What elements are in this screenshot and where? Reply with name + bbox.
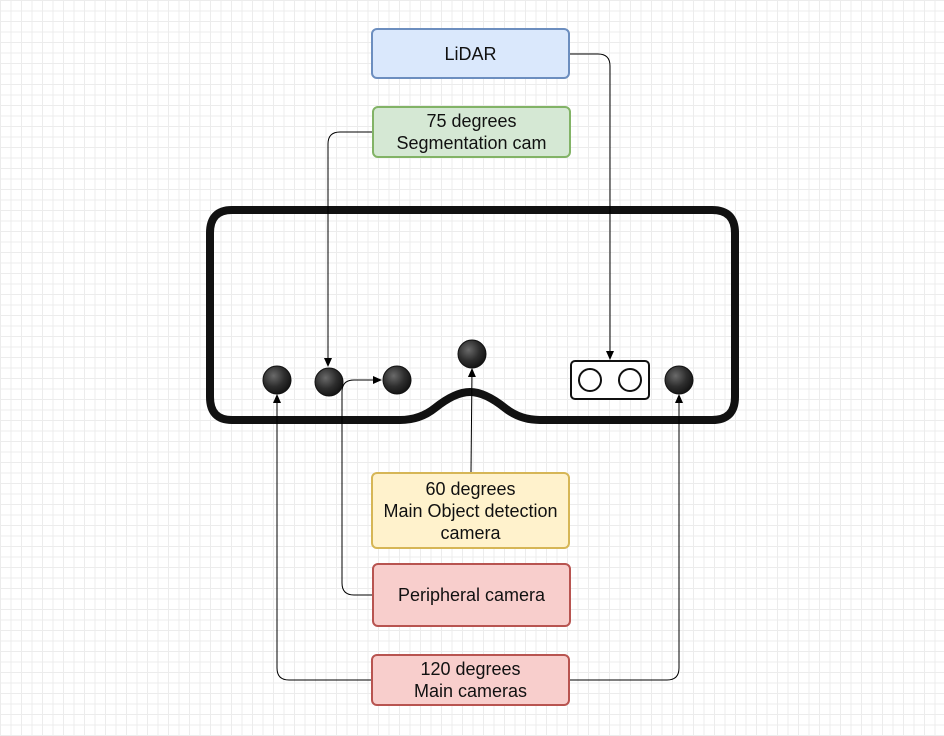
- main-cams-fov-label: 120 degrees: [420, 659, 521, 679]
- lidar-lens-left: [578, 368, 602, 392]
- connector-segmentation: [324, 131, 372, 367]
- object-detection-name-label: Main Object detection: [383, 500, 558, 521]
- vehicle-outline: [206, 206, 739, 424]
- object-detection-camera-dot: [457, 339, 487, 369]
- peripheral-camera-dot: [382, 365, 412, 395]
- main-cams-node[interactable]: 120 degrees Main cameras: [371, 654, 570, 706]
- connector-main-right: [570, 394, 683, 681]
- segmentation-cam-name-label: Segmentation cam: [396, 133, 547, 153]
- segmentation-camera-dot: [314, 367, 344, 397]
- lidar-node[interactable]: LiDAR: [371, 28, 570, 79]
- object-detection-fov-label: 60 degrees: [425, 478, 516, 499]
- lidar-lens-right: [618, 368, 642, 392]
- connector-main-left: [273, 394, 371, 681]
- segmentation-cam-fov-label: 75 degrees: [426, 111, 517, 131]
- object-detection-name-label-cont: camera: [440, 522, 501, 543]
- main-cams-name-label: Main cameras: [413, 681, 528, 701]
- peripheral-cam-label: Peripheral camera: [397, 585, 546, 605]
- lidar-node-label: LiDAR: [444, 43, 497, 64]
- connector-peripheral: [341, 376, 382, 596]
- main-camera-right-dot: [664, 365, 694, 395]
- connector-lidar: [570, 53, 614, 360]
- peripheral-cam-node[interactable]: Peripheral camera: [372, 563, 571, 627]
- object-detection-cam-node[interactable]: 60 degrees Main Object detection camera: [371, 472, 570, 549]
- segmentation-cam-node[interactable]: 75 degrees Segmentation cam: [372, 106, 571, 158]
- main-camera-left-dot: [262, 365, 292, 395]
- lidar-sensor: [570, 360, 650, 400]
- connector-object-detection: [467, 368, 476, 473]
